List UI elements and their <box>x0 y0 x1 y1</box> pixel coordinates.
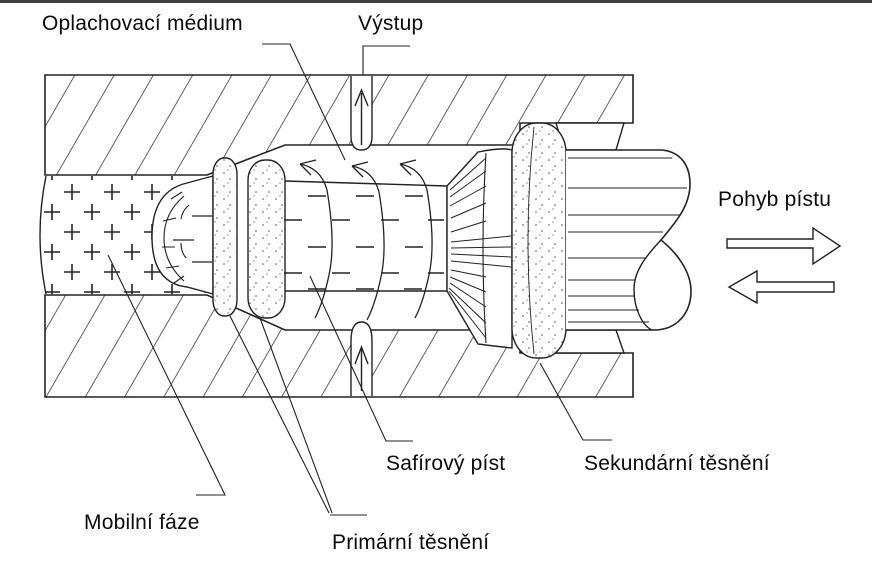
label-sapphire-piston: Safírový píst <box>386 452 506 475</box>
piston-motion-arrows <box>726 226 842 305</box>
piston-rod <box>566 149 692 331</box>
label-mobile-phase: Mobilní fáze <box>84 511 200 534</box>
piston-cone-section <box>446 148 513 349</box>
liquid-dashes <box>284 195 444 290</box>
label-piston-motion: Pohyb pístu <box>718 188 832 211</box>
leader-outlet <box>362 45 410 75</box>
sapphire-piston <box>284 180 448 292</box>
rod-shading-lines <box>568 157 687 323</box>
leader-secondary-seal <box>539 362 612 441</box>
label-primary-seal: Primární těsnění <box>332 531 490 554</box>
label-rinse-medium: Oplachovací médium <box>42 12 243 35</box>
leader-primary-seal <box>229 315 367 516</box>
secondary-seal <box>511 122 567 359</box>
label-outlet: Výstup <box>358 12 424 35</box>
rinse-flow-arrows <box>299 159 433 321</box>
leader-rinse-medium <box>262 43 346 161</box>
top-rule <box>0 0 872 3</box>
label-secondary-seal: Sekundární těsnění <box>584 452 770 475</box>
inlet-flow-arrow <box>354 345 369 391</box>
leader-sapphire-piston <box>309 275 413 442</box>
outlet-channel <box>350 76 373 151</box>
inlet-channel <box>350 321 373 396</box>
arrow-left <box>727 269 835 305</box>
leader-mobile-phase <box>107 254 226 496</box>
arrow-right <box>726 226 842 266</box>
outlet-flow-arrow <box>354 88 369 145</box>
leader-lines <box>107 43 612 516</box>
primary-seal <box>212 157 286 319</box>
piston-tip <box>151 175 214 295</box>
